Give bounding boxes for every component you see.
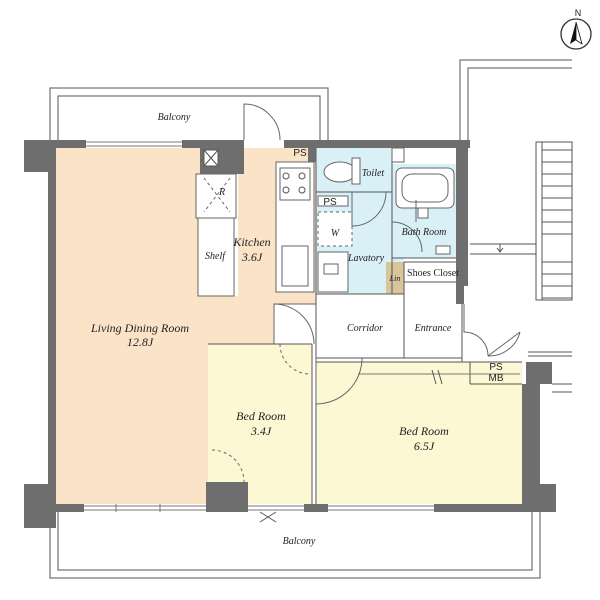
- north-label: N: [575, 8, 582, 18]
- partitions: [208, 148, 522, 504]
- balcony-top: [49, 87, 329, 140]
- balcony-bottom: [49, 512, 541, 579]
- fridge-label: R: [218, 187, 225, 198]
- windows: [84, 141, 434, 512]
- bedroom-2-fill: [316, 362, 522, 504]
- toilet-label: Toilet: [362, 168, 385, 179]
- bedroom-2-closet: [358, 369, 520, 385]
- exterior-lines: [459, 59, 572, 393]
- ps-mid-label: PS: [323, 197, 337, 208]
- corridor-label: Corridor: [347, 323, 383, 334]
- kitchen-size: 3.6J: [241, 250, 263, 264]
- ps-label: PS: [489, 362, 503, 373]
- shelf-label: Shelf: [205, 251, 226, 262]
- kitchen-fixtures: [195, 149, 315, 297]
- linen-closet-fill: [386, 262, 404, 294]
- wet-fixtures: [317, 147, 455, 293]
- kitchen-label: Kitchen: [232, 235, 270, 249]
- living-dining-size: 12.8J: [127, 335, 154, 349]
- room-labels: Balcony Balcony Living Dining Room 12.8J…: [90, 112, 504, 547]
- washer-label: W: [331, 228, 341, 239]
- balcony-top-label: Balcony: [158, 112, 191, 123]
- doors: [211, 103, 521, 523]
- compass: N: [560, 8, 592, 50]
- mb-label: MB: [489, 373, 504, 384]
- shoes-closet-label: Shoes Closet: [407, 268, 459, 279]
- linen-label: Lin: [389, 274, 401, 283]
- bedroom-1-label: Bed Room: [236, 409, 286, 423]
- bath-label: Bath Room: [402, 227, 447, 238]
- lavatory-label: Lavatory: [347, 253, 385, 264]
- living-dining-label: Living Dining Room: [90, 321, 189, 335]
- bedroom-1-size: 3.4J: [250, 424, 272, 438]
- bedroom-1-fill: [208, 344, 312, 504]
- bedroom-2-size: 6.5J: [414, 439, 435, 453]
- stairs: [535, 141, 573, 301]
- walls: [24, 140, 556, 528]
- entrance-label: Entrance: [414, 323, 452, 334]
- balcony-bottom-label: Balcony: [283, 536, 316, 547]
- living-dining-fill: [56, 148, 316, 504]
- bedroom-2-label: Bed Room: [399, 424, 449, 438]
- ps-top-label: PS: [293, 148, 307, 159]
